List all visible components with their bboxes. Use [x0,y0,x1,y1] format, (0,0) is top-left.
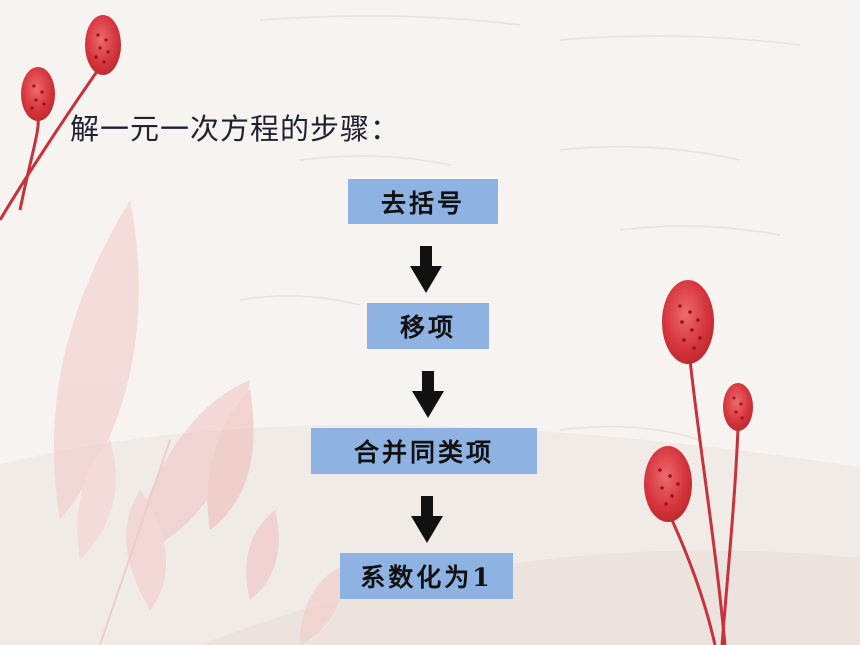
left-flower-stems [0,69,100,221]
flow-step-box: 去括号 [348,179,498,224]
page-title: 解一元一次方程的步骤： [70,112,401,146]
flower-bud-icon [644,446,692,522]
flower-bud-icon [21,67,55,121]
flow-step-box: 合并同类项 [311,428,537,474]
faded-leaves [53,200,345,645]
flow-step-box: 移项 [367,303,489,349]
flow-step-label: 去括号 [380,188,465,218]
right-flower-stems [670,359,740,645]
flow-step-label: 移项 [399,313,456,342]
flow-step-label: 系数化为1 [360,563,493,592]
sketch-lines [239,15,801,441]
flow-step-box: 系数化为1 [340,553,513,599]
flow-step-label: 合并同类项 [353,438,494,467]
down-arrow-icon [412,371,444,418]
flower-bud-icon [723,383,753,431]
flower-bud-icon [85,15,121,75]
down-arrow-icon [411,496,443,543]
flower-bud-icon [662,280,714,364]
down-arrow-icon [410,246,442,293]
